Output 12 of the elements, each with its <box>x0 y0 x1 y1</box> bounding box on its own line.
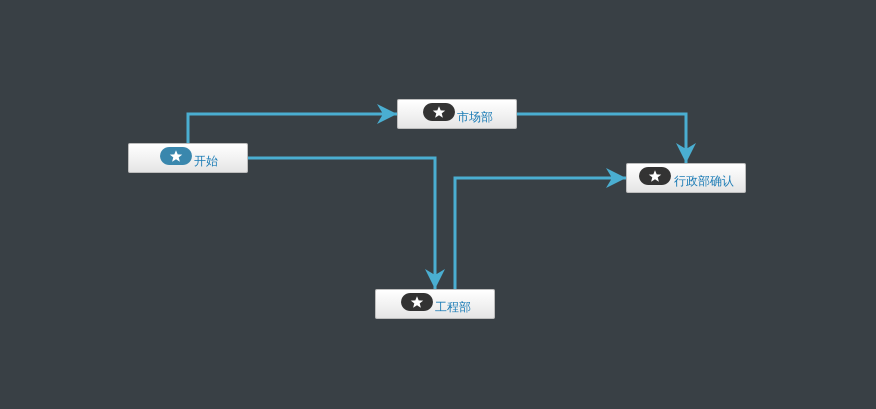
node-label: 工程部 <box>435 299 471 315</box>
arrow <box>517 112 696 163</box>
process-box <box>397 99 517 129</box>
arrow <box>248 156 445 289</box>
process-box <box>375 289 495 319</box>
arrow <box>454 168 626 289</box>
node-label: 开始 <box>194 153 218 169</box>
process-box <box>128 143 248 173</box>
node-label: 市场部 <box>457 109 493 125</box>
arrow <box>186 104 397 143</box>
node-label: 行政部确认 <box>674 173 734 189</box>
process-box <box>626 163 746 193</box>
